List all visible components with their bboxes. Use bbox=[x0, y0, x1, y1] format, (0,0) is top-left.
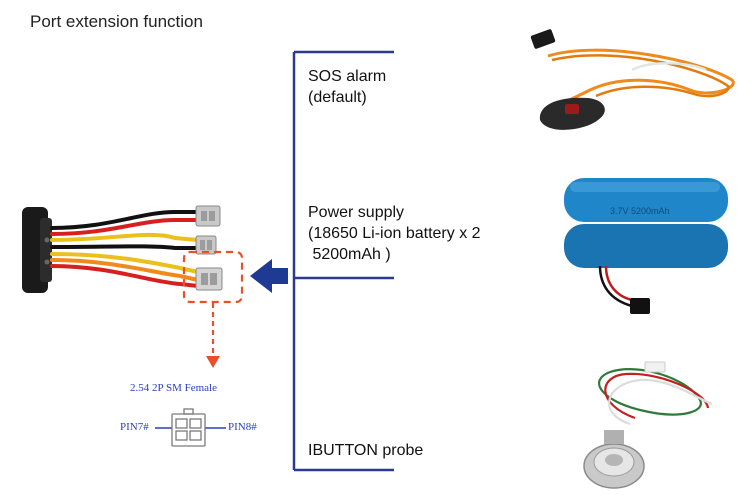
battery-print: 3.7V 5200mAh bbox=[610, 206, 670, 216]
option-ibutton-probe: IBUTTON probe bbox=[308, 440, 423, 461]
down-arrow-icon bbox=[206, 303, 220, 368]
ibutton-probe-image bbox=[583, 361, 713, 489]
option-power-supply: Power supply (18650 Li-ion battery x 2 5… bbox=[308, 202, 481, 265]
pin-left-label: PIN7# bbox=[120, 421, 149, 433]
gps-device-icon bbox=[22, 207, 52, 293]
option-power-line-3: 5200mAh ) bbox=[308, 246, 391, 263]
connector-bottom-icon bbox=[195, 267, 223, 291]
option-power-line-2: (18650 Li-ion battery x 2 bbox=[308, 225, 481, 242]
connector-highlight bbox=[182, 250, 244, 304]
option-sos-line-2: (default) bbox=[308, 89, 367, 106]
connector-mid-icon bbox=[195, 235, 217, 255]
connector-name: 2.54 2P SM Female bbox=[130, 382, 217, 394]
option-sos-line-1: SOS alarm bbox=[308, 68, 387, 85]
option-ibutton-line-1: IBUTTON probe bbox=[308, 442, 424, 459]
battery-pack-image: 3.7V 5200mAh bbox=[564, 178, 728, 314]
wire-harness bbox=[50, 210, 200, 288]
pin-right-label: PIN8# bbox=[228, 421, 257, 433]
option-power-line-1: Power supply bbox=[308, 204, 405, 221]
pin-connector-icon bbox=[155, 408, 226, 447]
page-title: Port extension function bbox=[30, 12, 203, 31]
connector-top-icon bbox=[195, 205, 221, 227]
left-arrow-icon bbox=[250, 259, 288, 293]
option-sos-alarm: SOS alarm (default) bbox=[308, 66, 386, 108]
option-bracket bbox=[292, 50, 394, 472]
sos-button-image bbox=[530, 29, 735, 130]
